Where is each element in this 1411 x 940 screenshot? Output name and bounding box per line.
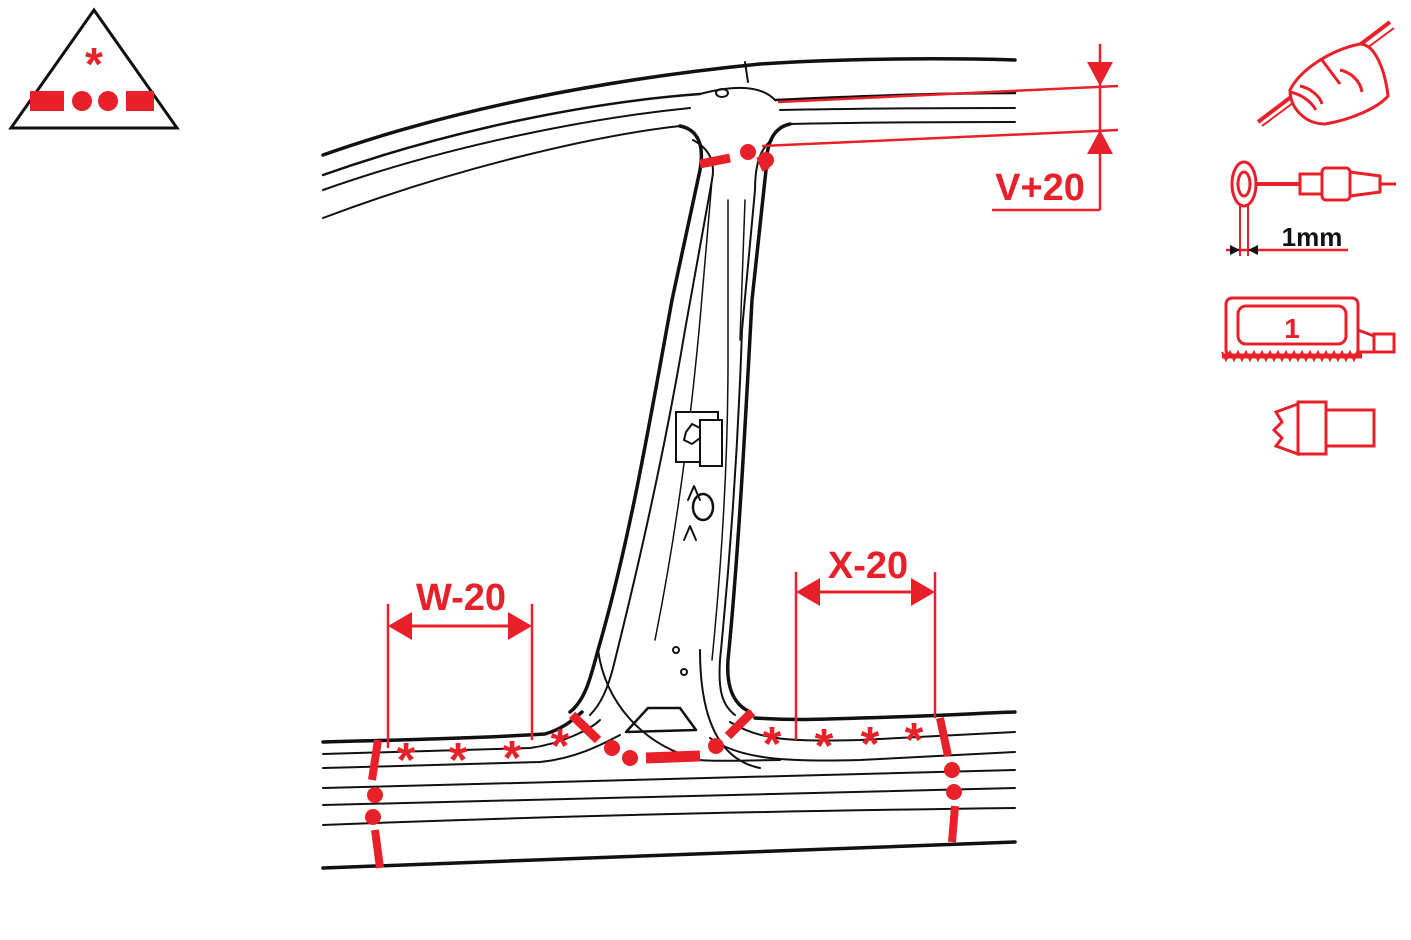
dimension-label-w20: W-20 (416, 577, 506, 619)
air-saw-icon (1221, 296, 1396, 363)
weld-legend-triangle-icon: * (8, 7, 180, 130)
dimension-label-x20: X-20 (828, 545, 908, 587)
saw-blade-number: 1 (1284, 313, 1300, 344)
svg-text:*: * (905, 714, 924, 767)
spot-weld-dots (365, 144, 962, 825)
svg-text:*: * (503, 732, 522, 785)
svg-text:*: * (861, 718, 880, 771)
spot-weld-drill-icon (1271, 400, 1376, 457)
wire-brush-width-label: 1mm (1282, 222, 1343, 252)
dimension-v20: V+20 (761, 44, 1119, 212)
dimension-label-v20: V+20 (995, 167, 1085, 209)
wire-brush-grinder-icon (1226, 160, 1396, 256)
legend-asterisk: * (85, 38, 103, 90)
svg-text:*: * (763, 718, 782, 771)
hand-marker-icon (1256, 20, 1395, 127)
svg-text:*: * (449, 734, 468, 787)
dimension-x20: X-20 (794, 545, 937, 740)
mig-plug-weld-asterisks: * * * * * * * * (397, 714, 924, 787)
svg-text:*: * (815, 720, 834, 773)
svg-text:*: * (551, 720, 570, 773)
cut-lines (368, 153, 959, 869)
svg-text:*: * (397, 734, 416, 787)
dimension-w20: W-20 (386, 577, 534, 748)
